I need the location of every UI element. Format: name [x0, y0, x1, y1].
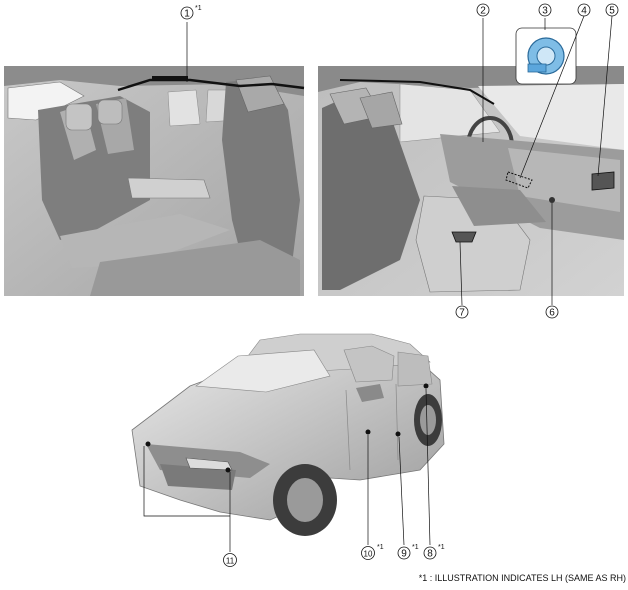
vehicle-exterior-illustration: [131, 333, 445, 536]
svg-text:9: 9: [401, 549, 407, 560]
callout-2: 2: [476, 3, 490, 17]
callout-10: 10 *1: [361, 544, 384, 560]
svg-text:3: 3: [542, 6, 548, 17]
callout-5: 5: [605, 3, 619, 17]
svg-text:5: 5: [609, 6, 615, 17]
svg-text:*1: *1: [195, 5, 202, 12]
svg-text:*1: *1: [377, 544, 384, 551]
svg-text:11: 11: [226, 557, 235, 566]
callout-7: 7: [455, 305, 469, 319]
svg-text:8: 8: [427, 549, 433, 560]
svg-text:2: 2: [480, 6, 486, 17]
front-interior-illustration: [318, 27, 624, 296]
callout-4: 4: [577, 3, 591, 17]
callout-1: 1 *1: [180, 5, 202, 20]
callout-8: 8 *1: [423, 544, 445, 560]
svg-text:6: 6: [549, 308, 555, 319]
svg-text:4: 4: [581, 6, 587, 17]
svg-text:7: 7: [459, 308, 465, 319]
rear-interior-illustration: [4, 66, 305, 296]
clock-spring-icon: [527, 37, 565, 75]
callout-11: 11: [223, 553, 237, 567]
leader-lines: [186, 15, 613, 552]
svg-text:*1: *1: [438, 544, 445, 551]
callout-3: 3: [538, 3, 552, 17]
callout-6: 6: [545, 305, 559, 319]
footnote: *1 : ILLUSTRATION INDICATES LH (SAME AS …: [418, 573, 626, 583]
svg-text:*1: *1: [412, 544, 419, 551]
svg-text:1: 1: [184, 9, 190, 20]
callout-9: 9 *1: [397, 544, 419, 560]
svg-text:10: 10: [364, 550, 373, 559]
